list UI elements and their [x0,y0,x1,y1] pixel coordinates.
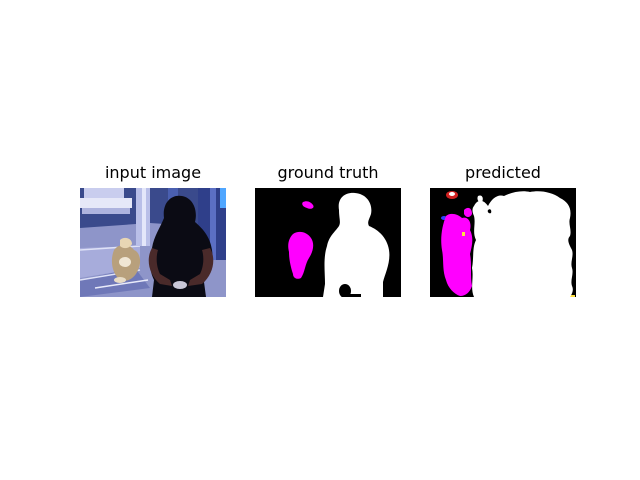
panel-title-predicted: predicted [465,163,541,182]
predicted-panel [430,188,576,297]
ground-truth-panel [255,188,401,297]
panel-title-input-image: input image [104,163,202,182]
panel-title-ground-truth: ground truth [277,163,379,182]
ground-truth-mask [255,188,401,297]
input-image [80,188,226,297]
input-image-panel [80,188,226,297]
predicted-mask [430,188,576,297]
